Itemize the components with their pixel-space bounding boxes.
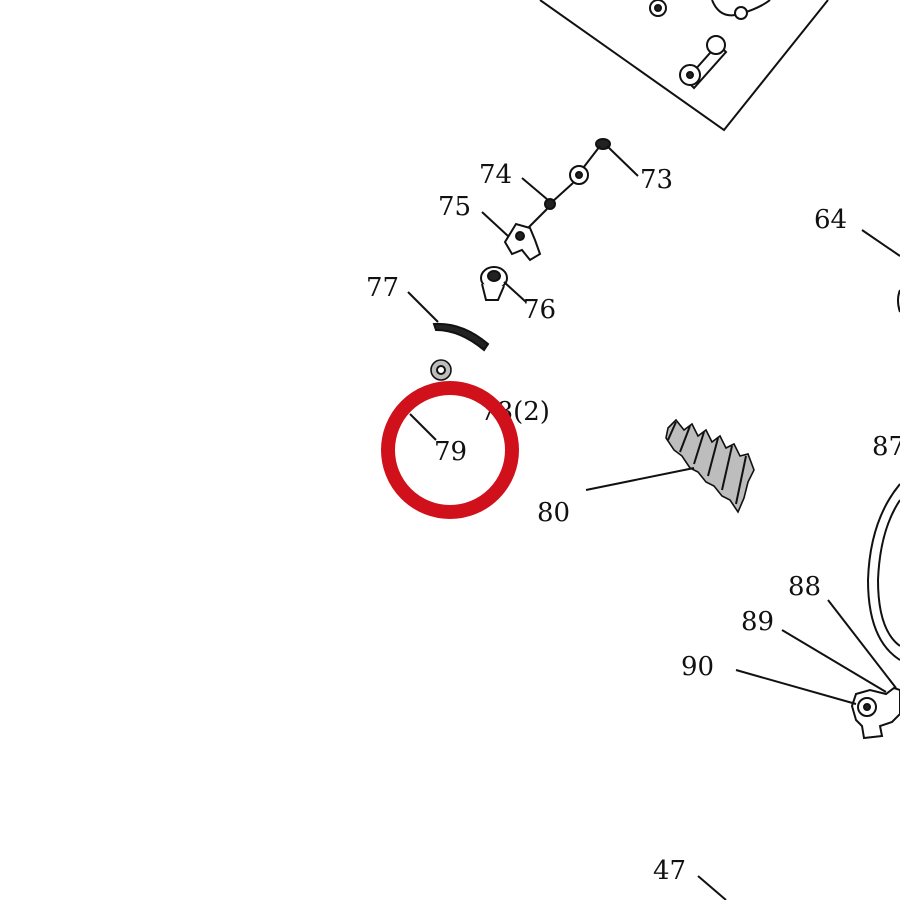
part-78	[430, 359, 452, 381]
callout-73: 73	[640, 165, 673, 195]
leader-47	[697, 875, 727, 900]
part-76	[480, 266, 508, 301]
part-washer-74a	[551, 165, 589, 203]
leader-77	[407, 291, 439, 323]
callout-90: 90	[681, 652, 714, 682]
part-80-spring	[665, 418, 755, 514]
callout-88: 88	[788, 572, 821, 602]
part-74	[527, 198, 556, 229]
callout-89: 89	[741, 607, 774, 637]
callout-74: 74	[479, 160, 512, 190]
callout-75: 75	[438, 192, 471, 222]
part-77	[432, 322, 490, 352]
leader-90	[735, 669, 857, 705]
leader-75	[481, 211, 509, 237]
callout-76: 76	[523, 295, 556, 325]
leader-80	[585, 467, 695, 491]
leader-73	[606, 145, 639, 177]
callout-64: 64	[814, 205, 847, 235]
callout-47: 47	[653, 856, 686, 886]
callout-labels: 73 74 75 76 77 78(2) 79 80 64 87 88 89 9…	[366, 160, 900, 886]
callout-77: 77	[366, 273, 399, 303]
inset-detail-box	[539, 0, 829, 132]
callout-79: 79	[434, 437, 467, 467]
leader-64	[861, 229, 900, 257]
highlight-circle	[381, 381, 519, 519]
callout-80: 80	[537, 498, 570, 528]
leader-88	[827, 599, 897, 689]
leader-lines	[407, 145, 900, 900]
leader-79	[409, 413, 437, 441]
part-90	[850, 686, 900, 740]
callout-87: 87	[872, 432, 900, 462]
leader-89	[781, 629, 887, 693]
part-75	[503, 222, 542, 262]
leader-74	[521, 177, 549, 201]
part-87	[866, 483, 900, 661]
leader-76	[503, 281, 527, 303]
